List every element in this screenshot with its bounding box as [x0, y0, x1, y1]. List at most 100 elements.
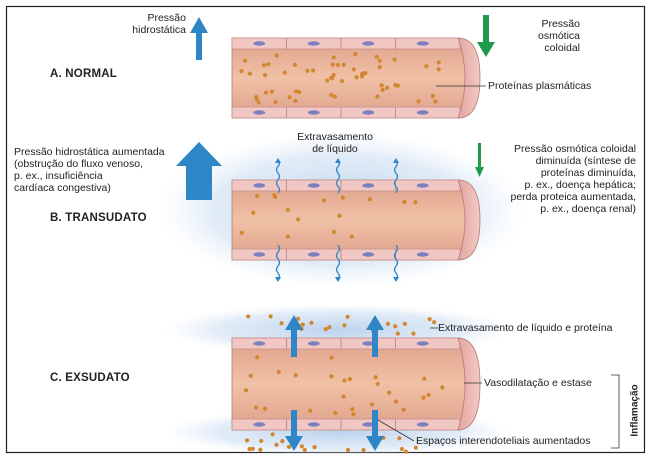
plasma-protein [329, 356, 333, 360]
endothelial-nucleus [417, 110, 429, 114]
escaped-protein [361, 448, 365, 452]
escaped-protein [346, 448, 350, 452]
transudate-oncotic-label: Pressão osmótica coloidal diminuída (sín… [478, 143, 636, 215]
plasma-protein [368, 197, 372, 201]
plasma-protein [332, 55, 336, 59]
escaped-protein [397, 436, 401, 440]
plasma-protein [305, 69, 309, 73]
section-b-title: B. TRANSUDATO [50, 212, 147, 224]
plasma-protein [296, 217, 300, 221]
plasma-protein [308, 409, 312, 413]
plasma-protein [348, 377, 352, 381]
plasma-protein [353, 52, 357, 56]
endothelial-nucleus [417, 183, 429, 187]
section-c-title: C. EXSUDATO [50, 372, 130, 384]
plasma-protein [370, 402, 374, 406]
escaped-protein [404, 450, 408, 454]
endothelial-nucleus [362, 252, 374, 256]
endothelial-nucleus [362, 183, 374, 187]
endothelial-nucleus [308, 110, 320, 114]
endothelial-nucleus [417, 252, 429, 256]
plasma-protein [322, 198, 326, 202]
plasma-protein [264, 91, 268, 95]
plasma-protein [244, 388, 248, 392]
plasma-protein [283, 71, 287, 75]
plasma-protein [249, 374, 253, 378]
escaped-protein [309, 321, 313, 325]
plasma-protein [248, 72, 252, 76]
plasma-protein [293, 99, 297, 103]
plasma-protein [375, 94, 379, 98]
transudate-hydrostatic-label: Pressão hidrostática aumentada (obstruçã… [14, 146, 165, 194]
plasma-protein [294, 373, 298, 377]
plasma-protein [393, 83, 397, 87]
plasma-protein [341, 394, 345, 398]
plasma-protein [270, 90, 274, 94]
vessel-normal [232, 38, 480, 118]
escaped-protein [345, 315, 349, 319]
plasma-protein [325, 78, 329, 82]
endothelial-nucleus [417, 41, 429, 45]
plasma-protein [424, 64, 428, 68]
escaped-protein [324, 327, 328, 331]
plasma-protein [394, 399, 398, 403]
escaped-protein [287, 445, 291, 449]
plasma-protein [378, 59, 382, 63]
plasma-protein [433, 99, 437, 103]
escaped-protein [327, 325, 331, 329]
escaped-protein [301, 322, 305, 326]
plasma-protein [263, 407, 267, 411]
plasma-protein [376, 382, 380, 386]
plasma-protein [254, 406, 258, 410]
escaped-protein [386, 322, 390, 326]
endothelial-nucleus [253, 422, 265, 426]
plasma-protein [437, 67, 441, 71]
plasma-protein [350, 234, 354, 238]
escaped-protein [342, 323, 346, 327]
plasma-protein [266, 62, 270, 66]
endothelial-nucleus [308, 41, 320, 45]
plasma-protein [332, 73, 336, 77]
escaped-protein [393, 324, 397, 328]
endothelial-nucleus [253, 41, 265, 45]
escaped-protein [246, 314, 250, 318]
plasma-protein [293, 63, 297, 67]
plasma-protein [340, 79, 344, 83]
plasma-protein [352, 67, 356, 71]
plasma-protein [286, 208, 290, 212]
escaped-protein [280, 321, 284, 325]
plasma-protein [337, 214, 341, 218]
plasma-protein [263, 73, 267, 77]
vessel-lumen [232, 338, 478, 430]
plasma-protein [422, 377, 426, 381]
plasma-protein [329, 374, 333, 378]
plasma-protein [333, 411, 337, 415]
escaped-protein [274, 443, 278, 447]
plasma-proteins-label: Proteínas plasmáticas [488, 80, 591, 92]
vasodilation-label: Vasodilatação e estase [484, 377, 592, 389]
transudate-leak-label: Extravasamento de líquido [270, 131, 400, 155]
plasma-protein [342, 63, 346, 67]
plasma-protein [273, 100, 277, 104]
plasma-protein [277, 370, 281, 374]
plasma-protein [257, 100, 261, 104]
plasma-protein [294, 89, 298, 93]
interendothelial-gaps-label: Espaços interendoteliais aumentados [416, 435, 591, 447]
plasma-protein [342, 378, 346, 382]
escaped-protein [247, 447, 251, 451]
plasma-protein [350, 407, 354, 411]
plasma-protein [363, 71, 367, 75]
endothelial-nucleus [253, 110, 265, 114]
plasma-protein [288, 95, 292, 99]
plasma-protein [332, 230, 336, 234]
plasma-protein [437, 60, 441, 64]
hydrostatic-arrow-icon [190, 17, 208, 60]
oncotic-arrow-icon [477, 15, 495, 57]
plasma-protein [341, 196, 345, 200]
plasma-protein [251, 211, 255, 215]
endothelial-nucleus [362, 110, 374, 114]
endothelial-nucleus [253, 252, 265, 256]
escaped-protein [245, 438, 249, 442]
plasma-protein [402, 200, 406, 204]
escaped-protein [312, 445, 316, 449]
